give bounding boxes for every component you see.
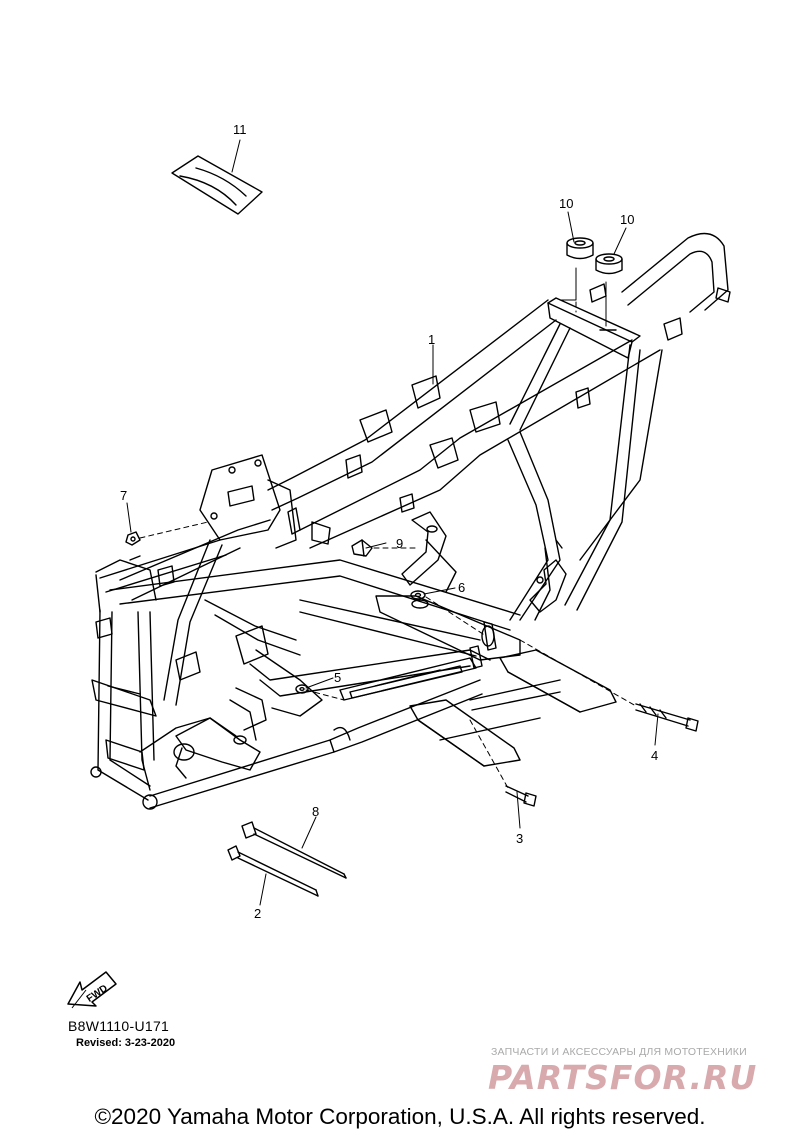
part-10-grommet-b <box>595 253 623 275</box>
callout-10a: 10 <box>559 196 573 211</box>
callout-4: 4 <box>651 748 658 763</box>
copyright-notice: ©2020 Yamaha Motor Corporation, U.S.A. A… <box>94 1104 706 1129</box>
leader-lines <box>126 139 659 906</box>
part-5-washer <box>295 684 309 694</box>
part-9-clip <box>351 539 373 557</box>
part-10-grommet-a <box>566 237 594 260</box>
callout-7: 7 <box>120 488 127 503</box>
part-4-bolt <box>635 703 699 732</box>
watermark-tagline: ЗАПЧАСТИ И АКСЕССУАРЫ ДЛЯ МОТОТЕХНИКИ <box>491 1046 747 1058</box>
part-1-frame <box>90 232 731 810</box>
callout-10b: 10 <box>620 212 634 227</box>
callout-1: 1 <box>428 332 435 347</box>
part-8-cable-tie <box>241 821 347 879</box>
callout-2: 2 <box>254 906 261 921</box>
revised-date: Revised: 3-23-2020 <box>76 1037 176 1049</box>
part-2-cable-tie <box>227 845 319 897</box>
fwd-arrow-icon: FWD <box>67 971 117 1009</box>
part-7-nut <box>125 531 141 546</box>
callout-11: 11 <box>233 122 247 137</box>
callout-6: 6 <box>458 580 465 595</box>
part-3-bolt <box>505 785 537 807</box>
dashed-guides <box>139 301 637 789</box>
part-11-bag <box>171 155 263 215</box>
callout-8: 8 <box>312 804 319 819</box>
callout-5: 5 <box>334 670 341 685</box>
watermark-logo: PARTSFOR.RU <box>488 1058 758 1097</box>
callout-labels: 11 10 10 1 7 9 6 5 4 8 3 2 <box>120 122 658 921</box>
part-6-washer <box>410 590 426 600</box>
diagram-code: B8W1110-U171 <box>68 1018 170 1034</box>
callout-3: 3 <box>516 831 523 846</box>
callout-9: 9 <box>396 536 403 551</box>
